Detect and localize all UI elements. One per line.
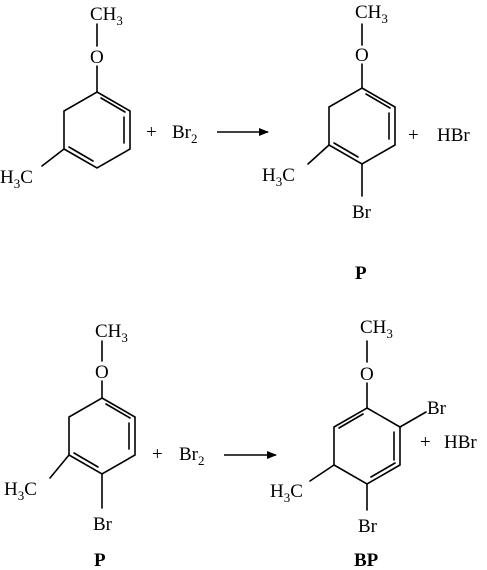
double-bond [100, 97, 126, 113]
oxygen-label: O [95, 362, 109, 383]
methyl-label: CH3 [355, 2, 388, 26]
bromine-label-bottom: Br [358, 516, 378, 537]
reaction-2: CH3 O H3C Br + Br2 CH3 O Br H3C B [4, 317, 477, 570]
byproduct-1: + HBr [408, 125, 470, 146]
double-bond [370, 462, 396, 478]
byproduct-2: + HBr [420, 432, 477, 453]
h3c-label: H3C [262, 165, 295, 189]
double-bond [333, 142, 359, 158]
ring-methyl-bond [49, 454, 70, 479]
double-bond [338, 413, 364, 429]
methyl-label: CH3 [90, 4, 123, 28]
reactant-2-molecule: CH3 O H3C Br [4, 321, 136, 535]
ring-methyl-bond [309, 464, 335, 482]
reactant-p-label: P [94, 550, 106, 570]
oxygen-label: O [90, 47, 104, 68]
double-bond [365, 93, 391, 109]
oxygen-label: O [355, 45, 369, 66]
ring-methyl-bond [41, 148, 65, 167]
benzene-ring [333, 407, 401, 485]
ring-bromine-bond-top [399, 411, 427, 428]
product-2-molecule: CH3 O Br H3C Br [270, 317, 447, 537]
product-bp-label: BP [354, 550, 379, 570]
methyl-label: CH3 [95, 321, 128, 345]
benzene-ring [68, 397, 136, 475]
reactant-1-molecule: CH3 O H3C [0, 4, 131, 191]
benzene-ring [63, 91, 131, 169]
product-1-molecule: CH3 O H3C Br [262, 2, 396, 223]
product-p-label: P [355, 263, 367, 284]
h3c-label: H3C [0, 167, 33, 191]
hbr-label: HBr [444, 432, 477, 453]
reagent-2: + Br2 [152, 444, 205, 468]
bromine-label: Br [93, 514, 113, 535]
reagent-1: + Br2 [146, 122, 198, 146]
double-bond [68, 146, 94, 162]
bromine-reagent: Br2 [172, 122, 198, 146]
benzene-ring [328, 87, 396, 165]
bromine-label: Br [352, 202, 372, 223]
plus-sign: + [420, 432, 431, 453]
h3c-label: H3C [270, 481, 303, 505]
plus-sign: + [152, 444, 163, 465]
reaction-1: CH3 O H3C + Br2 CH3 O H3C Br + [0, 2, 470, 284]
plus-sign: + [408, 125, 419, 146]
double-bond [105, 403, 131, 419]
ring-methyl-bond [307, 144, 330, 165]
hbr-label: HBr [437, 125, 470, 146]
bromine-label-top: Br [427, 398, 447, 419]
bromine-reagent: Br2 [179, 444, 205, 468]
oxygen-label: O [360, 364, 374, 385]
methyl-label: CH3 [360, 317, 393, 341]
plus-sign: + [146, 122, 157, 143]
h3c-label: H3C [4, 479, 37, 503]
double-bond [73, 452, 99, 468]
